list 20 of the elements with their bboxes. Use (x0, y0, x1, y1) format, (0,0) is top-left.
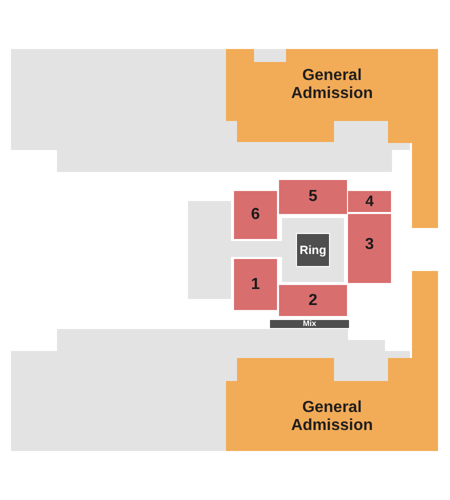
standing-area (226, 271, 438, 451)
section-number: 2 (308, 292, 318, 308)
area-label: General Admission (291, 399, 373, 434)
ring-label: Ring (300, 244, 326, 256)
seating-section (279, 285, 347, 316)
boxing-ring (296, 233, 330, 267)
section-number: 3 (365, 236, 374, 252)
area-label: General Admission (291, 67, 373, 102)
seating-section (234, 191, 277, 239)
mix-position (270, 320, 349, 328)
seating-section (348, 191, 391, 212)
standing-area (226, 49, 438, 228)
section-number: 4 (365, 194, 374, 209)
section-number: 5 (308, 189, 318, 205)
seating-section (279, 180, 347, 214)
seating-section (348, 214, 391, 283)
seating-section (234, 259, 277, 310)
mix-label: Mix (302, 320, 316, 328)
section-number: 1 (251, 276, 260, 292)
section-number: 6 (251, 207, 260, 223)
